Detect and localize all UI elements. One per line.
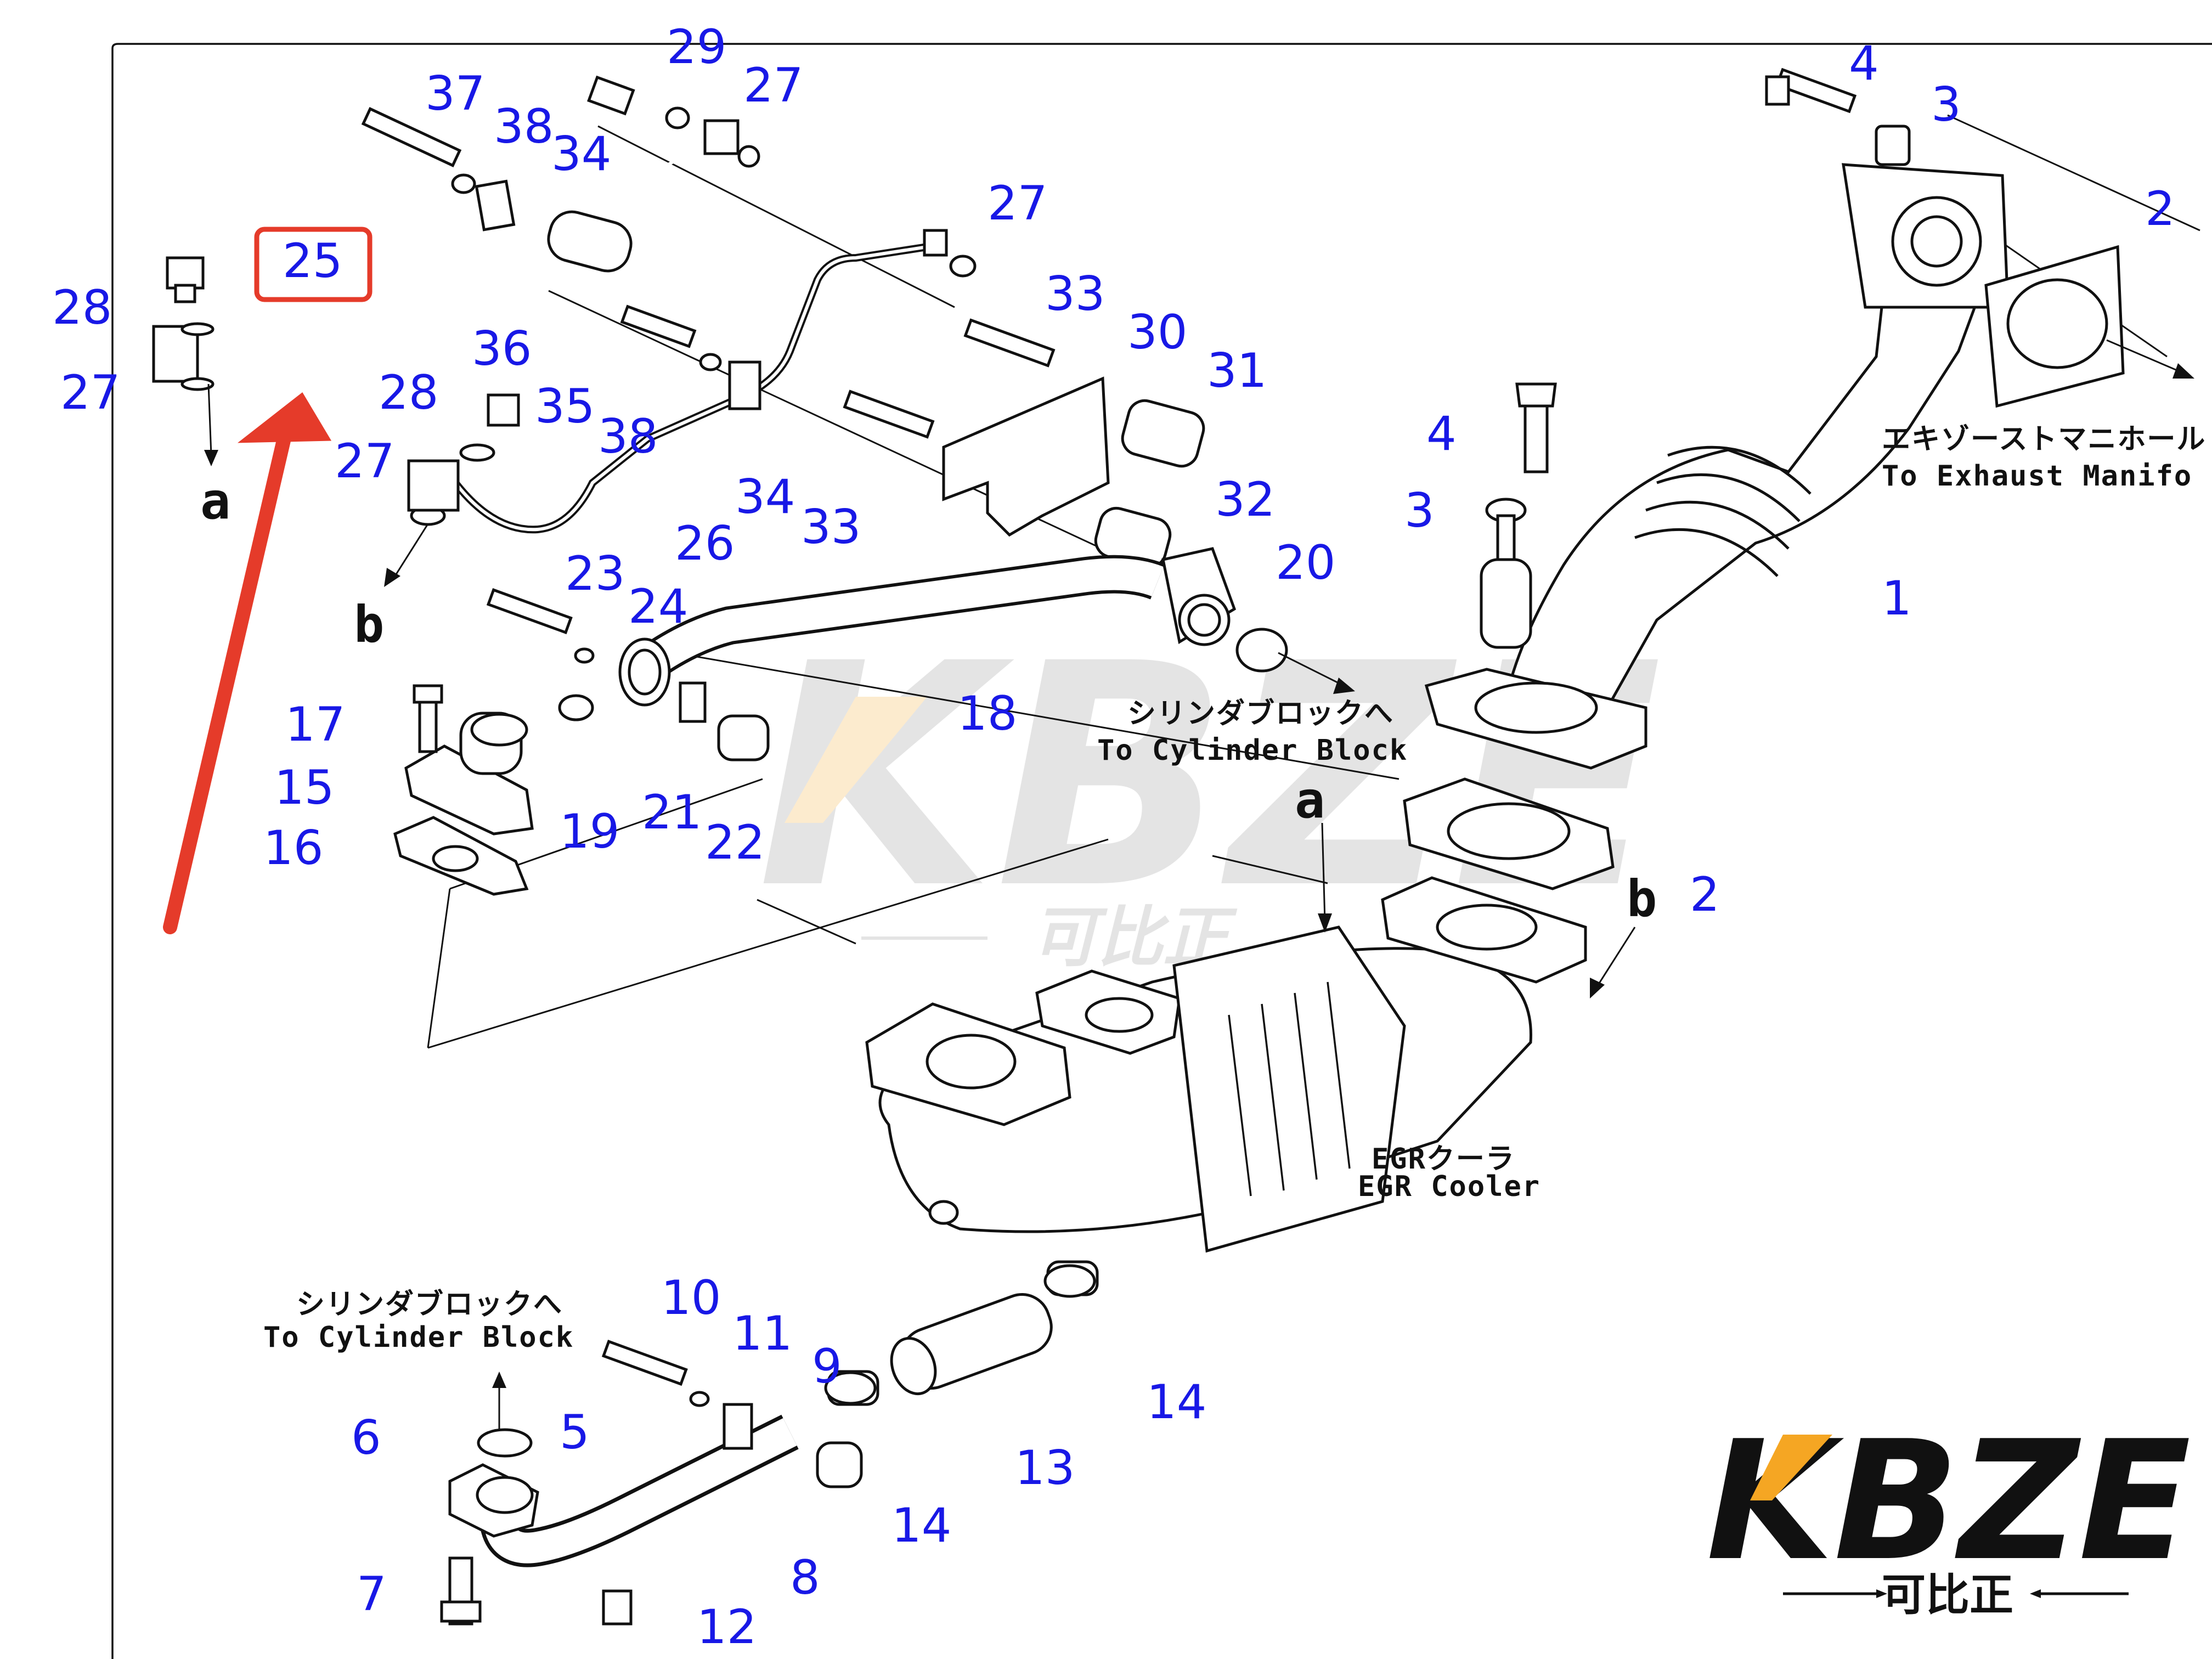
tube-25 bbox=[186, 141, 703, 362]
note-cylinder-jp-upper: シリンダブロックへ bbox=[1127, 697, 1394, 730]
connection-letters: a b a b bbox=[200, 472, 1657, 928]
note-cylinder-en-lower: To Cylinder Block bbox=[263, 1321, 574, 1354]
callout-38-mid: 38 bbox=[598, 409, 658, 464]
callout-37: 37 bbox=[425, 66, 485, 121]
callout-4-mid: 4 bbox=[1426, 407, 1457, 461]
callout-38-top: 38 bbox=[494, 99, 554, 154]
callout-22: 22 bbox=[705, 815, 765, 870]
callout-19: 19 bbox=[560, 804, 619, 859]
callout-25: 25 bbox=[283, 234, 342, 289]
callout-28-left: 28 bbox=[52, 280, 112, 335]
letter-a-left: a bbox=[200, 472, 230, 531]
letter-b-center: b bbox=[1627, 870, 1657, 928]
logo-brand: KBZE bbox=[1706, 1406, 2191, 1597]
tube-18 bbox=[486, 547, 1288, 761]
callout-27-top: 27 bbox=[743, 58, 803, 113]
callout-13: 13 bbox=[1015, 1441, 1075, 1496]
watermark: KBZE 可比正 bbox=[757, 599, 1662, 976]
callout-16: 16 bbox=[263, 821, 323, 876]
callout-10: 10 bbox=[661, 1271, 721, 1325]
callout-7: 7 bbox=[357, 1567, 387, 1622]
callout-11: 11 bbox=[732, 1306, 792, 1361]
callout-2-right: 2 bbox=[2145, 182, 2175, 236]
callout-24: 24 bbox=[628, 579, 688, 634]
callout-2-center: 2 bbox=[1690, 867, 1720, 922]
callout-35: 35 bbox=[535, 379, 595, 434]
callout-33-top: 33 bbox=[1045, 267, 1105, 321]
callout-8: 8 bbox=[790, 1550, 820, 1605]
note-exhaust-en: To Exhaust Manifo bbox=[1882, 460, 2192, 493]
callout-15: 15 bbox=[274, 760, 334, 815]
callout-23: 23 bbox=[565, 546, 625, 601]
callout-9: 9 bbox=[812, 1339, 842, 1394]
watermark-accent bbox=[785, 697, 927, 823]
callout-27-right: 27 bbox=[988, 176, 1047, 231]
tube-26 bbox=[452, 243, 928, 534]
logo-accent bbox=[1750, 1435, 1832, 1500]
callout-18: 18 bbox=[957, 686, 1017, 741]
logo-sub: 可比正 bbox=[1882, 1570, 2013, 1621]
callout-4-top: 4 bbox=[1849, 36, 1879, 91]
brand-logo: KBZE 可比正 bbox=[1706, 1406, 2191, 1621]
elbow-15-assembly bbox=[393, 684, 534, 896]
highlight-box-25 bbox=[254, 227, 373, 302]
callout-5: 5 bbox=[560, 1405, 590, 1460]
frame-border-top bbox=[111, 43, 2212, 49]
note-cylinder-jp-lower: シリンダブロックへ bbox=[296, 1288, 563, 1321]
callout-3-mid: 3 bbox=[1404, 483, 1435, 538]
callout-31: 31 bbox=[1207, 343, 1267, 398]
watermark-brand: KBZE bbox=[757, 599, 1662, 956]
gasket-2-center bbox=[1403, 777, 1615, 890]
callout-3-top: 3 bbox=[1931, 77, 1961, 132]
gasket-2-right bbox=[1984, 245, 2125, 408]
callout-29: 29 bbox=[667, 20, 726, 75]
callout-14-right: 14 bbox=[1147, 1375, 1206, 1430]
callout-6: 6 bbox=[351, 1410, 381, 1465]
callout-36: 36 bbox=[472, 321, 532, 376]
letter-b-left: b bbox=[354, 595, 384, 654]
callout-17: 17 bbox=[285, 697, 345, 752]
flow-arrows bbox=[204, 339, 2194, 1429]
lower-hoses bbox=[440, 1260, 1099, 1626]
callout-21: 21 bbox=[642, 785, 702, 840]
note-cylinder-en-upper: To Cylinder Block bbox=[1097, 734, 1408, 767]
bracket-30-assembly bbox=[843, 318, 1205, 569]
callout-numbers: 1 2 2 3 3 4 4 5 6 7 8 9 10 11 12 13 14 1… bbox=[52, 20, 2175, 1655]
callout-32: 32 bbox=[1215, 472, 1275, 527]
diagram-notes: エキゾーストマニホールド To Exhaust Manifo シリンダブロックへ… bbox=[263, 423, 2212, 1354]
note-egr-en: EGR Cooler bbox=[1358, 1170, 1541, 1203]
highlight-arrow bbox=[163, 392, 332, 934]
egr-cooler bbox=[865, 876, 1587, 1253]
callout-27-mid: 27 bbox=[335, 434, 394, 489]
note-egr-jp: EGRクーラ bbox=[1372, 1143, 1515, 1176]
callout-33-bottom: 33 bbox=[801, 500, 861, 555]
callout-34-mid: 34 bbox=[735, 470, 795, 524]
fittings-upper-left bbox=[152, 75, 977, 526]
callout-14-left: 14 bbox=[891, 1498, 951, 1553]
note-exhaust-jp: エキゾーストマニホールド bbox=[1882, 423, 2212, 456]
letter-a-center: a bbox=[1295, 771, 1325, 830]
callout-26: 26 bbox=[675, 516, 735, 571]
callout-12: 12 bbox=[697, 1600, 757, 1655]
callout-28-mid: 28 bbox=[379, 365, 438, 420]
callout-20: 20 bbox=[1276, 535, 1335, 590]
callout-1: 1 bbox=[1882, 571, 1912, 626]
exhaust-elbow-1 bbox=[1424, 67, 2010, 770]
callout-27-left: 27 bbox=[60, 365, 120, 420]
callout-30: 30 bbox=[1127, 305, 1187, 360]
callout-34-top: 34 bbox=[551, 127, 611, 182]
